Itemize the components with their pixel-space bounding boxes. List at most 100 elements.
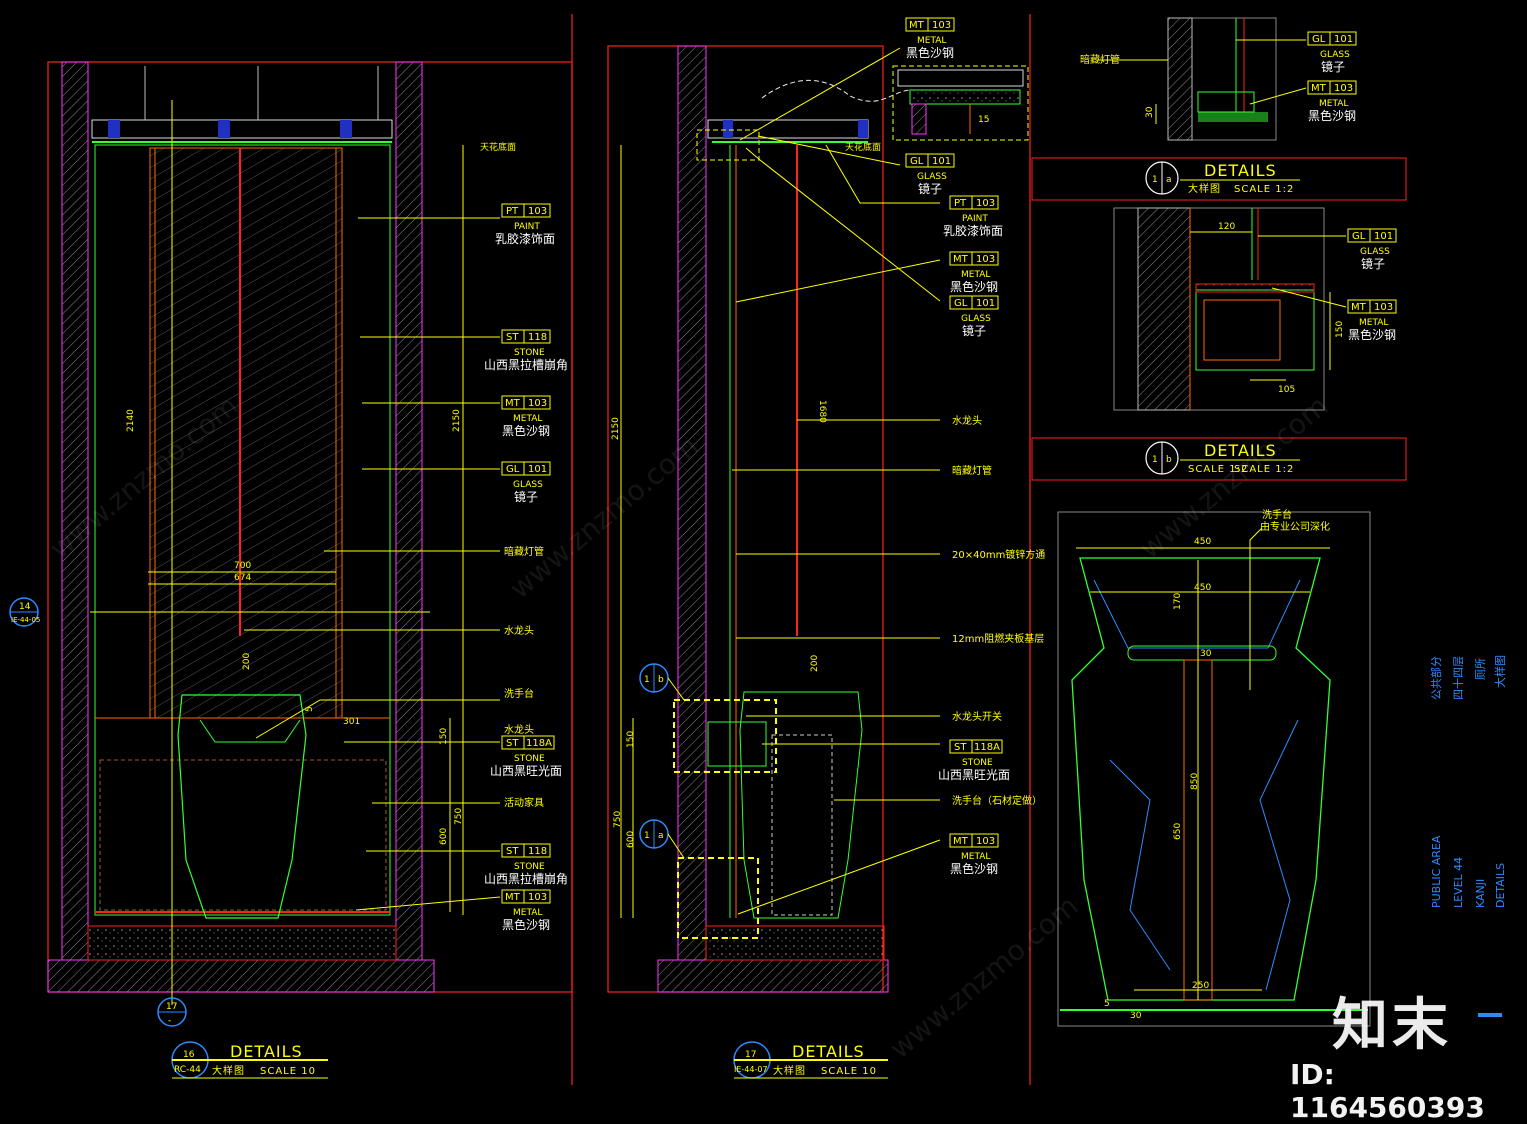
tag-category: METAL [961,852,990,862]
side-label-en2: LEVEL 44 [1452,857,1465,908]
dim-2140: 2140 [126,409,136,432]
dim-200: 200 [242,653,252,670]
dim-700: 700 [234,561,251,571]
tag-description: 山西黑拉槽崩角 [484,357,568,372]
tag-code: GL [910,156,924,167]
side-label-cn2: 四十四层 [1451,656,1465,700]
tag-number: 103 [976,254,995,265]
tag-category: PAINT [514,222,540,232]
tag-number: 103 [1334,83,1353,94]
title-sub: 大样图 [1188,182,1221,195]
title-ref: IE-44-07 [734,1065,768,1074]
marker-ref: 1 [644,831,650,841]
tag-description: 黑色沙钢 [1308,109,1356,123]
title-ref: 1 [1152,175,1158,185]
tag-description: 乳胶漆饰面 [495,231,555,246]
callout-square-tube: 20×40mm镀锌方通 [952,548,1045,561]
tag-number: 103 [1374,302,1393,313]
watermark-url-3: www.znzmo.com [883,889,1084,1065]
title-scale: SCALE 10 [260,1066,316,1077]
callout-movable-furniture: 活动家具 [504,796,544,809]
tag-number: 103 [528,206,547,217]
dim-1680: 1680 [817,400,827,423]
tag-number: 103 [932,20,951,31]
tag-mt-103-17b: MT 103 METAL 黑色沙钢 [949,251,999,294]
tag-number: 101 [976,298,995,309]
detail-a-drawing: 30 暗藏灯管 [1080,17,1307,141]
dim-600-17: 600 [626,831,636,848]
dim-50: 5 [305,706,315,712]
title-scale: SCALE 1:2 [1234,184,1294,195]
tag-mt-103: MT 103 METAL 黑色沙钢 [501,395,551,438]
dim-301: 301 [343,717,360,727]
side-label-cn1: 公共部分 [1429,656,1443,700]
dim-850: 850 [1190,773,1200,790]
tag-mt-103-b2: MT 103 METAL 黑色沙钢 [1347,299,1397,342]
tag-code: ST [954,742,967,753]
dim-200-17: 200 [810,655,820,672]
tag-category: METAL [917,36,946,46]
side-label-cn4: 大样图 [1493,655,1507,688]
dim-5: 5 [1104,999,1110,1009]
tag-code: MT [1351,302,1367,313]
tag-category: STONE [962,758,993,768]
marker-number: 17 [166,1002,177,1012]
tag-description: 黑色沙钢 [1348,328,1396,342]
tag-number: 118A [526,738,552,749]
title-number: 16 [183,1050,195,1060]
side-label-en1: PUBLIC AREA [1430,835,1443,908]
tag-category: METAL [961,270,990,280]
tag-number: 101 [1374,231,1393,242]
tag-description: 山西黑拉槽崩角 [484,871,568,886]
panel-16-elevation [47,61,573,1005]
tag-description: 镜子 [918,181,942,196]
dim-150-b: 150 [1335,321,1345,338]
tag-number: 103 [528,892,547,903]
callout-hidden-light-17: 暗藏灯管 [952,464,992,477]
callout-faucet-switch: 水龙头开关 [952,710,1002,723]
dim-250: 250 [1192,981,1209,991]
dim-674: 674 [234,573,251,583]
title-text: DETAILS [230,1042,303,1061]
tag-code: MT [909,20,925,31]
side-label-cn3: 厕所 [1474,658,1487,680]
tag-category: STONE [514,348,545,358]
tag-description: 乳胶漆饰面 [943,223,1003,238]
tag-description: 黑色沙钢 [906,46,954,60]
panel-17-dimensions: 2150 1680 200 150 750 600 天花底面 [611,141,881,918]
tag-gl-101-17a: GL 101 GLASS 镜子 [905,153,955,196]
panel-17-inset: 15 [892,65,1029,141]
panel-16-dimensions: 700 674 2140 2150 200 5 301 150 750 600 … [126,141,516,915]
tag-code: MT [505,398,521,409]
callout-hidden-light: 暗藏灯管 [504,545,544,558]
tag-mt-103-17c: MT 103 METAL 黑色沙钢 [949,833,999,876]
tag-number: 101 [932,156,951,167]
tag-code: MT [953,836,969,847]
tag-code: ST [506,846,519,857]
callout-faucet: 水龙头 [504,624,534,637]
tag-code: GL [954,298,968,309]
detail-marker-a: 1 a [639,819,685,859]
tag-category: PAINT [962,214,988,224]
detail-b-drawing: 120 105 150 [1113,207,1347,411]
dim-170: 170 [1173,593,1183,610]
tag-code: ST [506,738,519,749]
title-text: DETAILS [1204,441,1277,460]
watermark-url-4: www.znzmo.com [1133,389,1334,565]
tag-mt-103-17a: MT 103 METAL 黑色沙钢 [905,17,955,60]
title-ref: 1 [1152,455,1158,465]
dim-750-17: 750 [613,811,623,828]
tag-gl-101-17b: GL 101 GLASS 镜子 [949,295,999,338]
dim-30-b: 30 [1200,649,1212,659]
tag-description: 黑色沙钢 [950,862,998,876]
tag-code: PT [954,198,967,209]
detail-marker-b: 1 b [639,663,685,701]
tag-category: STONE [514,862,545,872]
title-text: DETAILS [1204,161,1277,180]
side-label-en4: DETAILS [1494,863,1507,908]
marker-ref: 1 [644,675,650,685]
tag-code: ST [506,332,519,343]
tag-code: GL [1352,231,1366,242]
tag-pt-paint-17: PT 103 PAINT 乳胶漆饰面 [943,195,1003,238]
callout-faucet-17: 水龙头 [952,414,982,427]
